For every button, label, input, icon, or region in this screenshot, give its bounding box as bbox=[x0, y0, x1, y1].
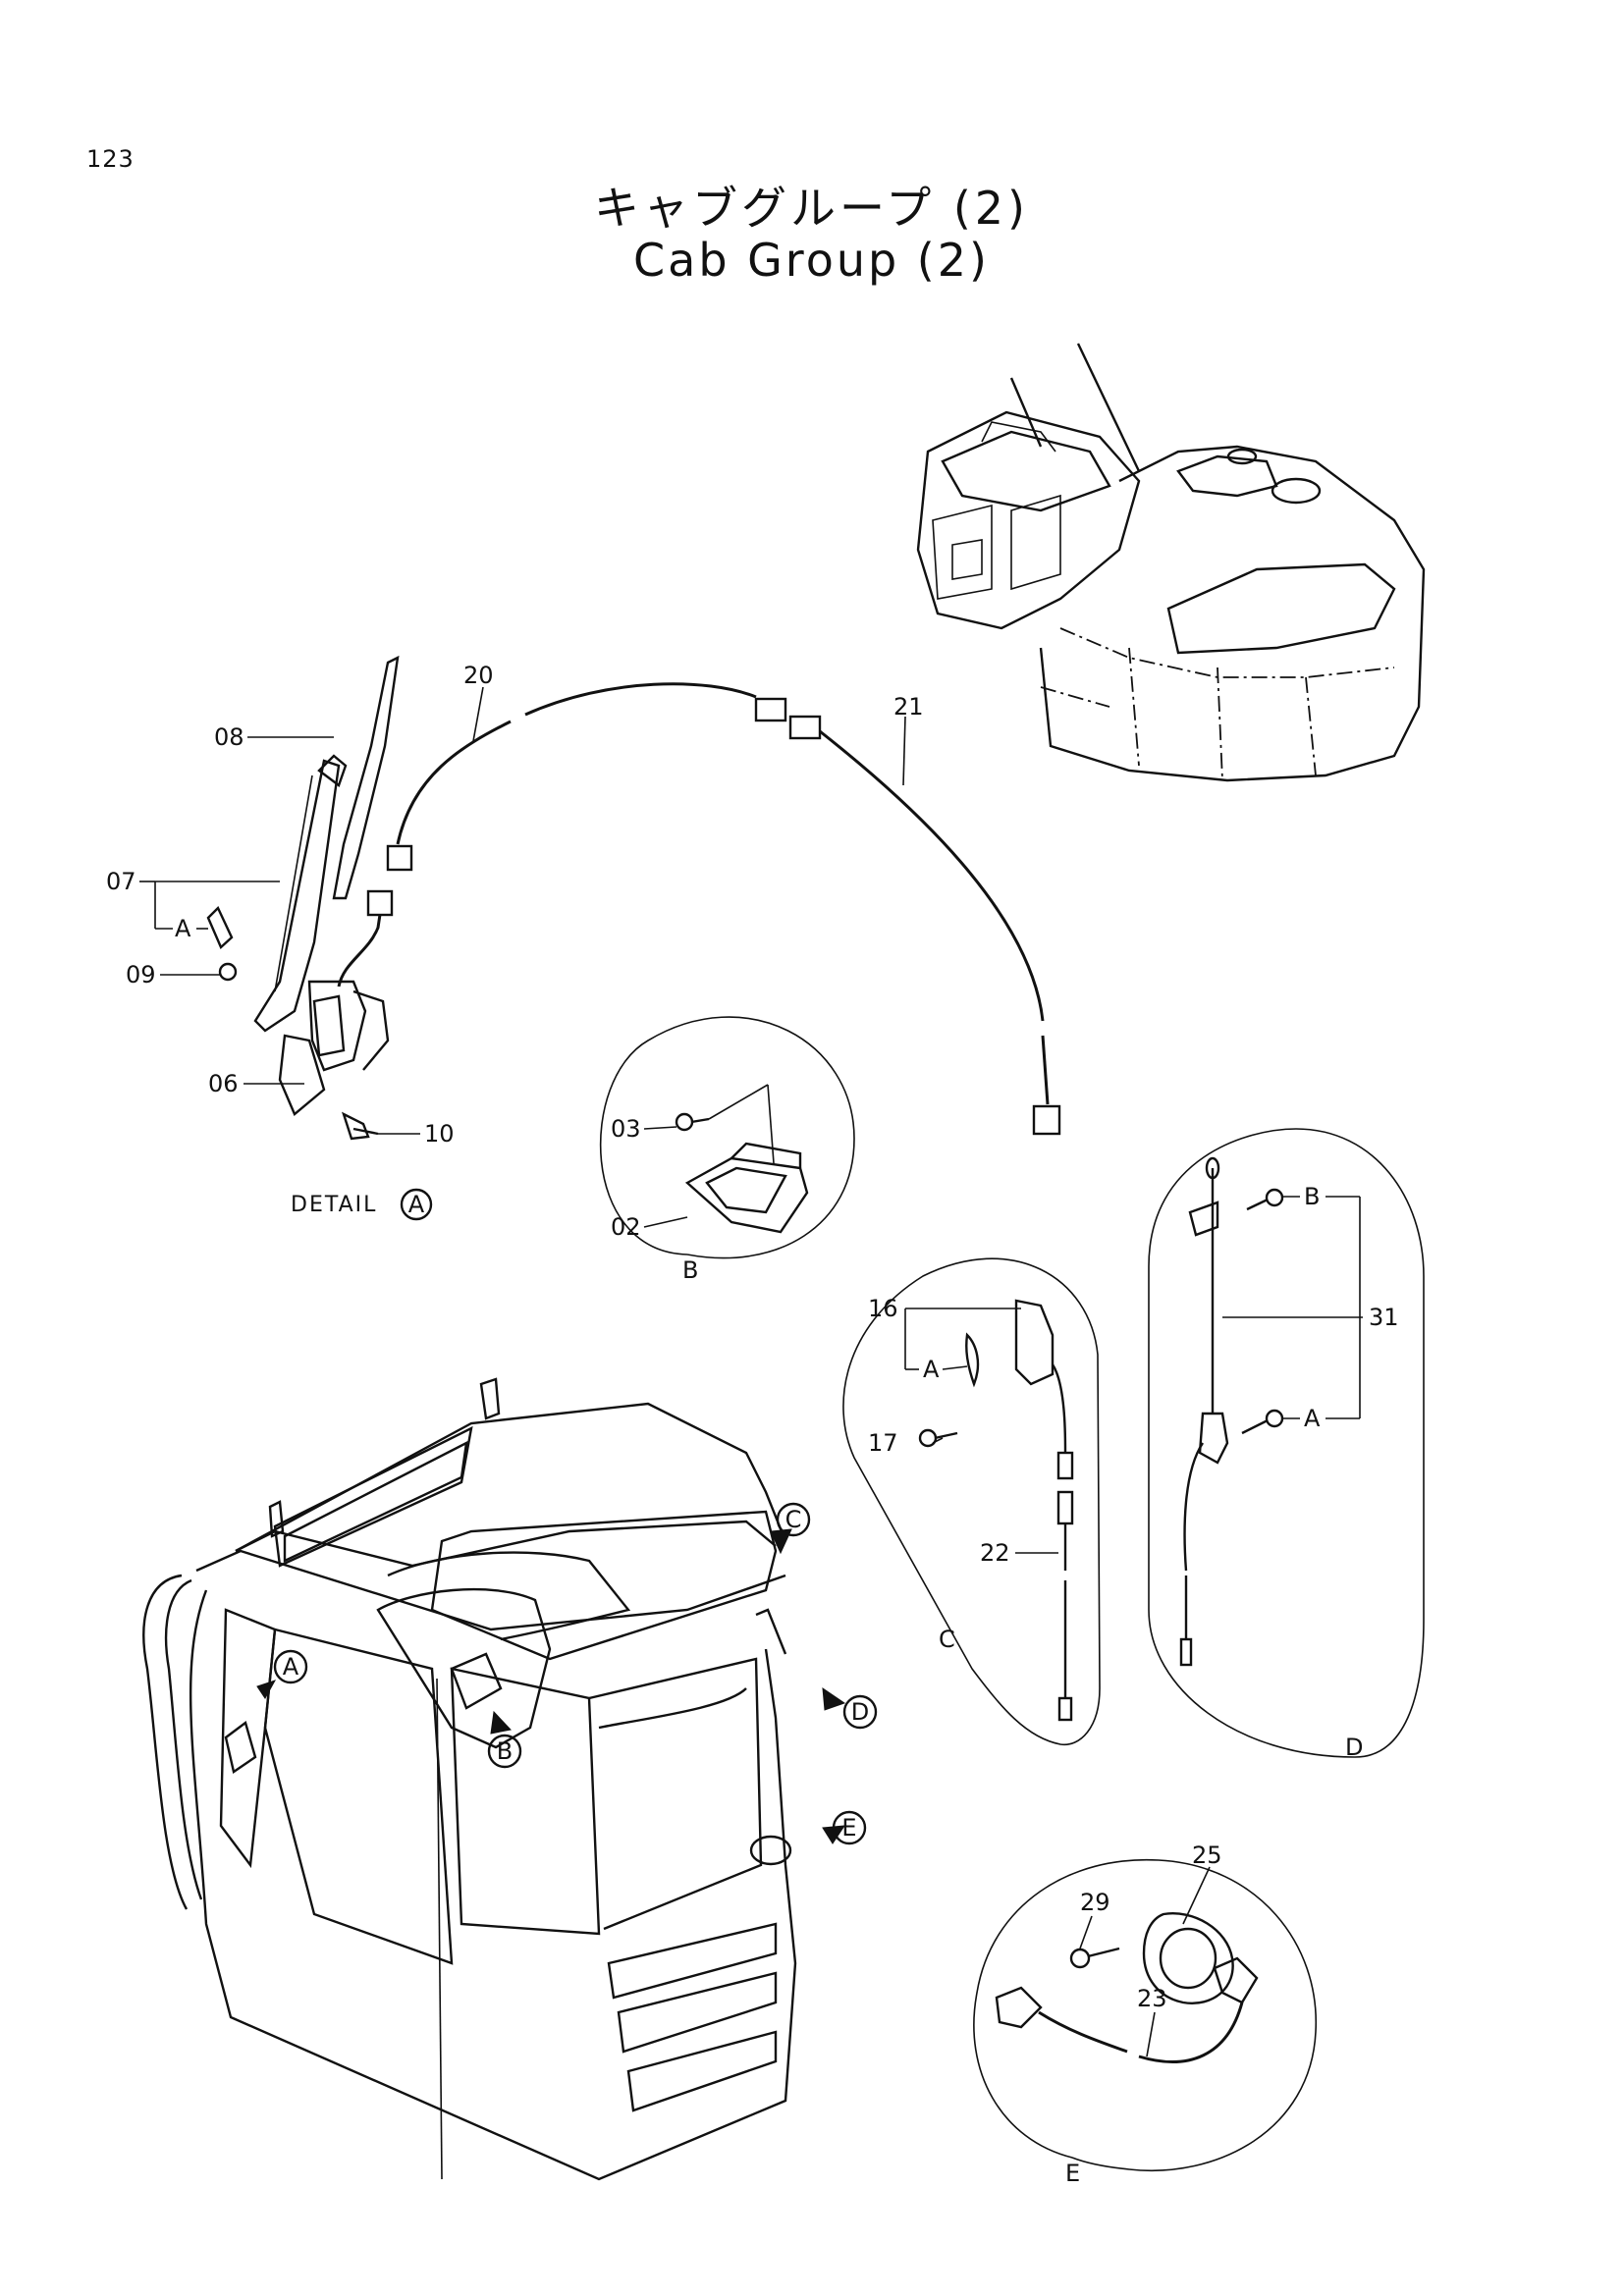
page-title-english: Cab Group (2) bbox=[633, 234, 990, 287]
detail-a-letter: A bbox=[408, 1191, 425, 1218]
leader-lines bbox=[139, 686, 1363, 2057]
page-title-japanese: キャブグループ (2) bbox=[593, 182, 1030, 235]
callout-markers bbox=[256, 1528, 846, 1844]
page-number: 123 bbox=[86, 145, 135, 173]
label-part-31-sub-b: B bbox=[1304, 1183, 1320, 1210]
label-part-16: 16 bbox=[868, 1295, 898, 1322]
harness-20-21-illustration bbox=[386, 682, 1061, 1136]
label-part-17: 17 bbox=[868, 1429, 898, 1457]
label-part-09: 09 bbox=[126, 961, 156, 988]
label-part-21: 21 bbox=[893, 693, 924, 721]
label-part-06: 06 bbox=[208, 1070, 239, 1097]
label-part-31: 31 bbox=[1369, 1304, 1399, 1331]
label-part-31-sub-a: A bbox=[1304, 1405, 1321, 1432]
cab-callout-c: C bbox=[785, 1506, 802, 1533]
label-part-16-sub-a: A bbox=[923, 1356, 940, 1383]
label-part-02: 02 bbox=[611, 1213, 641, 1241]
detail-c-illustration bbox=[842, 1257, 1101, 1746]
label-part-07-sub-a: A bbox=[175, 915, 191, 942]
cab-callout-a: A bbox=[283, 1653, 299, 1681]
label-part-08: 08 bbox=[214, 723, 244, 751]
label-part-07: 07 bbox=[106, 868, 136, 895]
detail-a-wiper-illustration bbox=[206, 655, 400, 1141]
label-part-23: 23 bbox=[1137, 1985, 1167, 2012]
detail-a-title: DETAIL A bbox=[291, 1188, 433, 1221]
label-part-10: 10 bbox=[424, 1120, 455, 1148]
detail-e-illustration bbox=[973, 1858, 1317, 2171]
label-part-29: 29 bbox=[1080, 1889, 1110, 1916]
detail-d-illustration bbox=[1148, 1128, 1425, 1758]
label-part-03: 03 bbox=[611, 1115, 641, 1143]
detail-a-label: DETAIL bbox=[291, 1193, 377, 1217]
cab-callout-d: D bbox=[851, 1698, 869, 1726]
label-part-22: 22 bbox=[980, 1539, 1010, 1567]
label-detail-b: B bbox=[682, 1256, 698, 1284]
label-part-20: 20 bbox=[463, 662, 494, 689]
cab-callout-letters: A B C D E bbox=[273, 1502, 878, 1845]
label-detail-e: E bbox=[1065, 2160, 1080, 2187]
cab-main-illustration bbox=[142, 1377, 797, 2181]
cab-callout-b: B bbox=[497, 1737, 513, 1765]
label-part-25: 25 bbox=[1192, 1842, 1222, 1869]
detail-b-illustration bbox=[599, 1016, 855, 1259]
label-detail-c: C bbox=[939, 1626, 955, 1653]
excavator-overview-illustration bbox=[916, 343, 1426, 782]
cab-callout-e: E bbox=[841, 1814, 856, 1842]
label-detail-d: D bbox=[1345, 1734, 1363, 1761]
part-labels: 08 07 A 09 06 10 20 21 03 02 B 16 A 17 2… bbox=[106, 662, 1399, 2187]
